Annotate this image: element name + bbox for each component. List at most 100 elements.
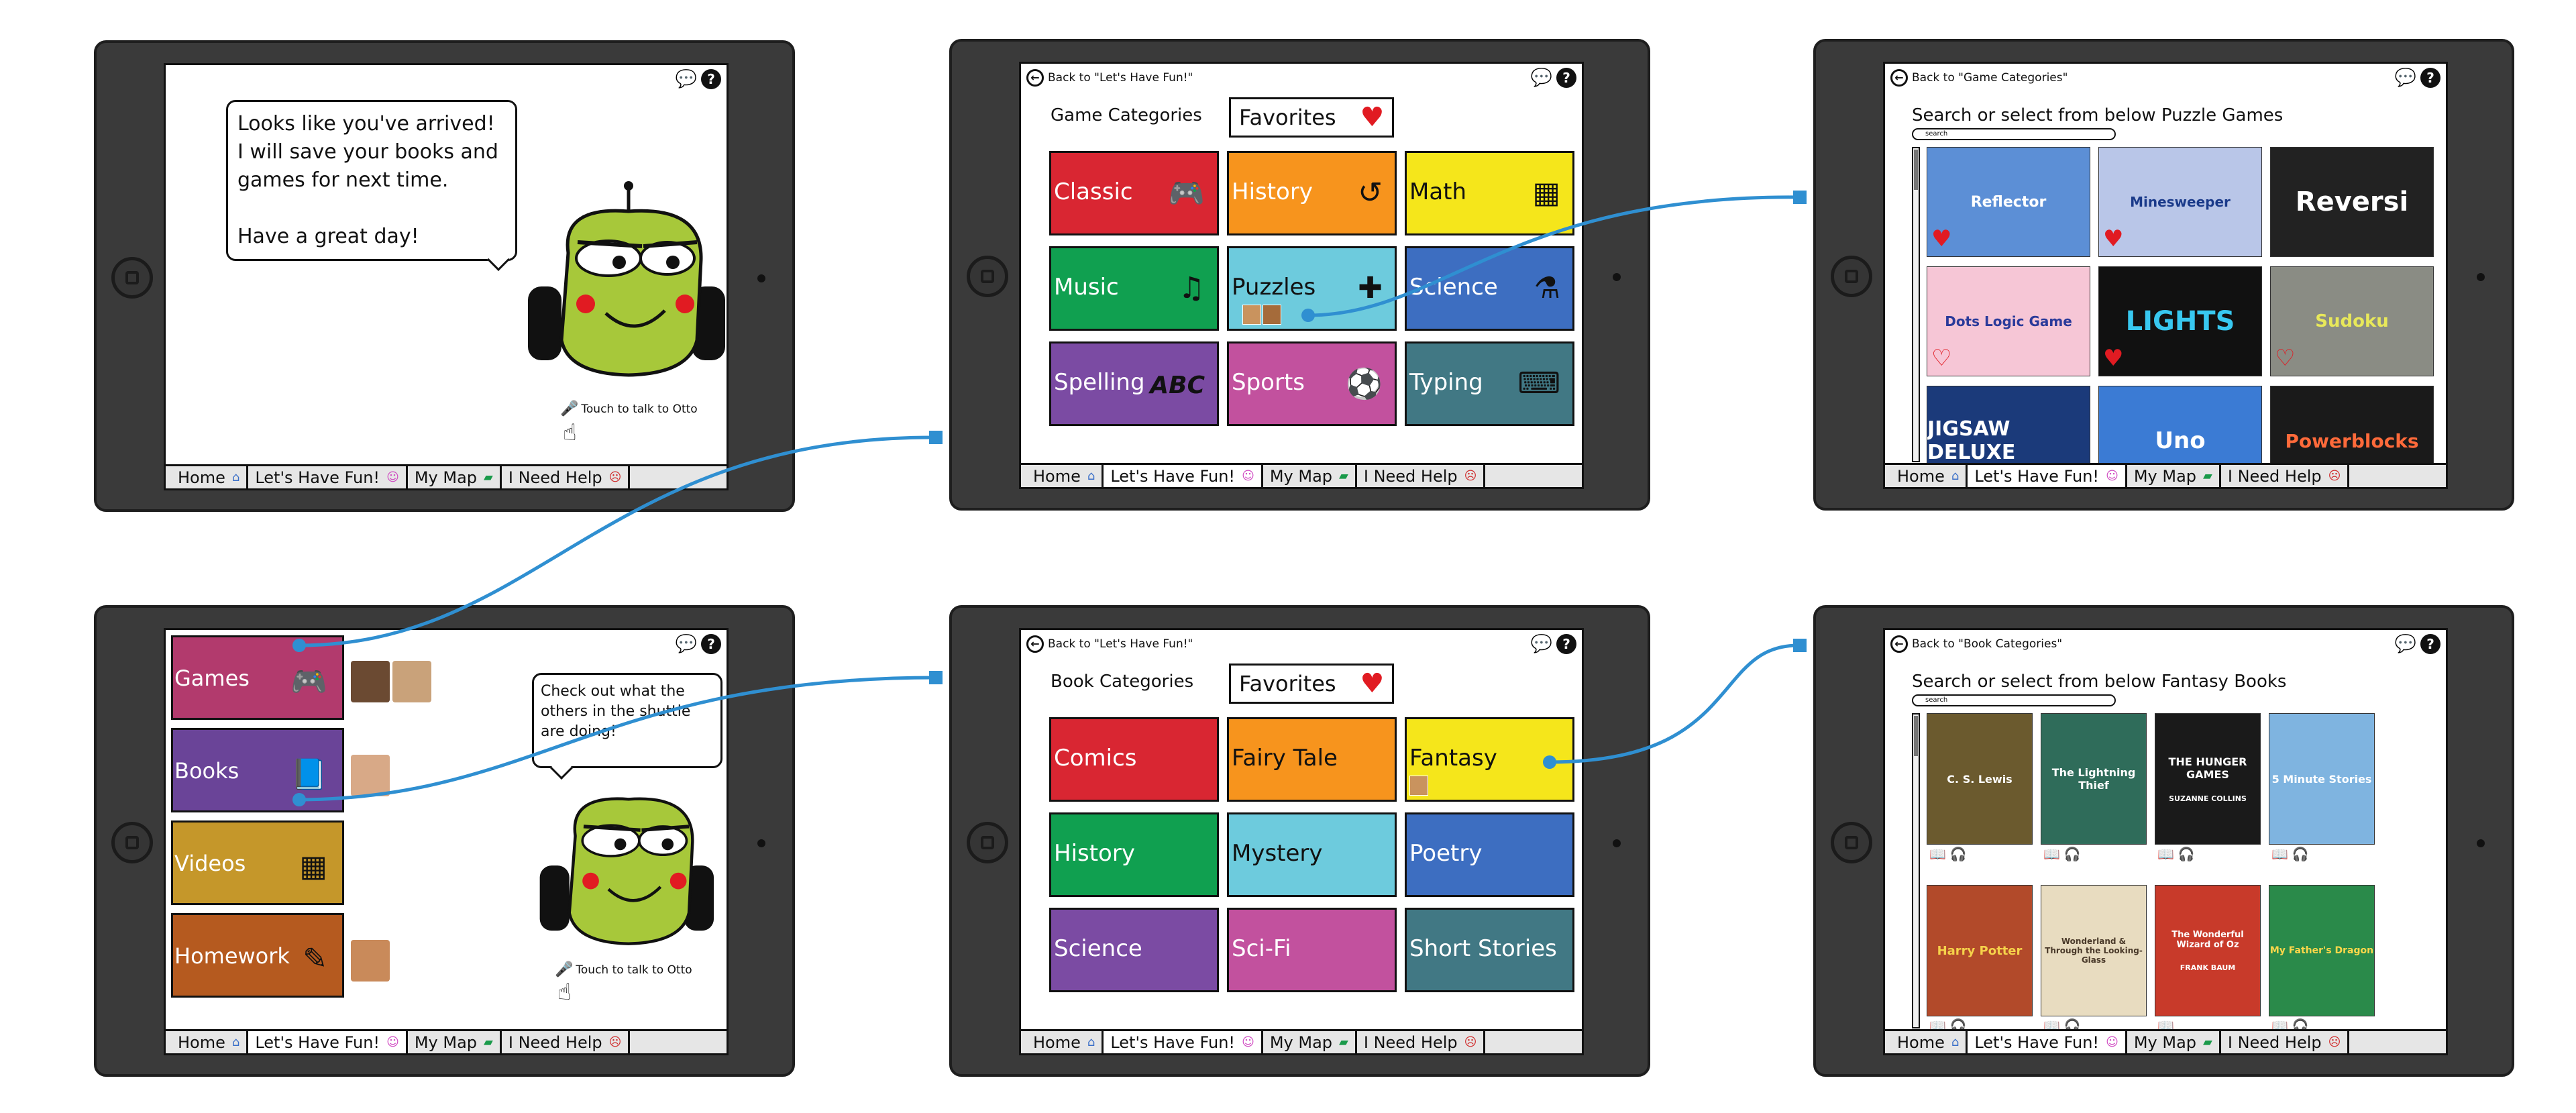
- tab-home[interactable]: Home⌂: [1890, 1031, 1968, 1053]
- back-link[interactable]: ← Back to "Game Categories": [1890, 69, 2068, 87]
- tile-typing[interactable]: Typing⌨: [1405, 341, 1574, 426]
- otto-robot[interactable]: [521, 179, 729, 407]
- tab-home[interactable]: Home⌂: [1026, 465, 1104, 487]
- search-input[interactable]: search: [1912, 128, 2116, 140]
- book-icon[interactable]: 📖: [2271, 846, 2288, 862]
- tab-my-map[interactable]: My Map▰: [407, 1031, 502, 1053]
- tab-i-need-help[interactable]: I Need Help☹: [501, 1031, 631, 1053]
- chat-icon[interactable]: 💬: [2394, 68, 2416, 88]
- tab-my-map[interactable]: My Map▰: [2127, 1031, 2221, 1053]
- game-card[interactable]: Minesweeper♥: [2098, 147, 2262, 257]
- game-card[interactable]: Dots Logic Game♡: [1927, 266, 2090, 376]
- book-icon[interactable]: 📖: [2157, 846, 2174, 862]
- book-card[interactable]: Harry Potter 📖🎧: [1927, 885, 2033, 1043]
- device-home-button[interactable]: [111, 257, 153, 299]
- headphones-icon[interactable]: 🎧: [2063, 846, 2081, 862]
- back-link[interactable]: ← Back to "Book Categories": [1890, 635, 2062, 653]
- talk-to-otto[interactable]: 🎤 Touch to talk to Otto: [555, 961, 692, 978]
- tab-lets-have-fun[interactable]: Let's Have Fun!☺: [248, 1031, 408, 1053]
- avatar[interactable]: [351, 755, 390, 796]
- tile-poetry[interactable]: Poetry: [1405, 812, 1574, 897]
- tile-sci-fi[interactable]: Sci-Fi: [1227, 908, 1397, 992]
- menu-books[interactable]: Books📘: [171, 728, 344, 812]
- device-home-button[interactable]: [967, 256, 1008, 297]
- scrollbar[interactable]: [1912, 147, 1920, 462]
- device-home-button[interactable]: [111, 822, 153, 863]
- book-card[interactable]: Wonderland & Through the Looking-Glass 📖…: [2041, 885, 2147, 1043]
- tab-i-need-help[interactable]: I Need Help☹: [2220, 1031, 2350, 1053]
- tab-lets-have-fun[interactable]: Let's Have Fun!☺: [1104, 465, 1263, 487]
- help-icon[interactable]: ?: [1556, 634, 1576, 654]
- tab-i-need-help[interactable]: I Need Help☹: [1356, 1031, 1486, 1053]
- game-card[interactable]: LIGHTS♥: [2098, 266, 2262, 376]
- tile-short-stories[interactable]: Short Stories: [1405, 908, 1574, 992]
- tile-mystery[interactable]: Mystery: [1227, 812, 1397, 897]
- heart-icon[interactable]: ♥: [2103, 225, 2124, 252]
- talk-to-otto[interactable]: 🎤 Touch to talk to Otto: [560, 401, 698, 417]
- help-icon[interactable]: ?: [701, 69, 721, 89]
- book-card[interactable]: 5 Minute Stories 📖🎧: [2269, 713, 2375, 871]
- tab-home[interactable]: Home⌂: [171, 466, 249, 488]
- help-icon[interactable]: ?: [2420, 634, 2440, 654]
- tile-puzzles[interactable]: Puzzles✚: [1227, 246, 1397, 331]
- chat-icon[interactable]: 💬: [1530, 634, 1552, 654]
- tile-fairy-tale[interactable]: Fairy Tale: [1227, 717, 1397, 802]
- headphones-icon[interactable]: 🎧: [2292, 846, 2309, 862]
- tab-my-map[interactable]: My Map▰: [2127, 465, 2221, 487]
- tile-music[interactable]: Music♫: [1049, 246, 1219, 331]
- tab-my-map[interactable]: My Map▰: [407, 466, 502, 488]
- tile-classic[interactable]: Classic🎮: [1049, 151, 1219, 235]
- help-icon[interactable]: ?: [2420, 68, 2440, 88]
- tab-i-need-help[interactable]: I Need Help☹: [2220, 465, 2350, 487]
- device-home-button[interactable]: [967, 822, 1008, 863]
- back-link[interactable]: ← Back to "Let's Have Fun!": [1026, 69, 1193, 87]
- avatar[interactable]: [351, 661, 390, 702]
- help-icon[interactable]: ?: [701, 634, 721, 654]
- heart-icon[interactable]: ♡: [2275, 345, 2296, 372]
- heart-icon[interactable]: ♡: [1931, 345, 1952, 372]
- tab-home[interactable]: Home⌂: [1026, 1031, 1104, 1053]
- tile-math[interactable]: Math▦: [1405, 151, 1574, 235]
- menu-games[interactable]: Games🎮: [171, 635, 344, 720]
- book-card[interactable]: My Father's Dragon 📖🎧: [2269, 885, 2375, 1043]
- game-card[interactable]: Reversi: [2270, 147, 2434, 257]
- help-icon[interactable]: ?: [1556, 68, 1576, 88]
- tile-science[interactable]: Science: [1049, 908, 1219, 992]
- search-input[interactable]: search: [1912, 694, 2116, 706]
- device-home-button[interactable]: [1831, 822, 1872, 863]
- book-icon[interactable]: 📖: [1929, 846, 1946, 862]
- tile-history[interactable]: History↺: [1227, 151, 1397, 235]
- favorites-button[interactable]: Favorites ♥: [1229, 664, 1394, 704]
- game-card[interactable]: Reflector♥: [1927, 147, 2090, 257]
- otto-robot[interactable]: [521, 771, 729, 972]
- favorites-button[interactable]: Favorites ♥: [1229, 97, 1394, 138]
- menu-videos[interactable]: Videos▦: [171, 820, 344, 905]
- tile-comics[interactable]: Comics: [1049, 717, 1219, 802]
- tab-lets-have-fun[interactable]: Let's Have Fun!☺: [248, 466, 408, 488]
- scrollbar[interactable]: [1912, 713, 1920, 1028]
- game-card[interactable]: Sudoku♡: [2270, 266, 2434, 376]
- avatar[interactable]: [351, 940, 390, 982]
- heart-icon[interactable]: ♥: [2103, 345, 2124, 372]
- menu-homework[interactable]: Homework✎: [171, 913, 344, 998]
- headphones-icon[interactable]: 🎧: [2178, 846, 2195, 862]
- tab-home[interactable]: Home⌂: [171, 1031, 249, 1053]
- tab-i-need-help[interactable]: I Need Help☹: [501, 466, 631, 488]
- tab-lets-have-fun[interactable]: Let's Have Fun!☺: [1104, 1031, 1263, 1053]
- tab-my-map[interactable]: My Map▰: [1263, 1031, 1357, 1053]
- avatar[interactable]: [392, 661, 431, 702]
- headphones-icon[interactable]: 🎧: [1949, 846, 1967, 862]
- chat-icon[interactable]: 💬: [2394, 634, 2416, 654]
- tab-home[interactable]: Home⌂: [1890, 465, 1968, 487]
- tile-science[interactable]: Science⚗: [1405, 246, 1574, 331]
- chat-icon[interactable]: 💬: [1530, 68, 1552, 88]
- tile-fantasy[interactable]: Fantasy: [1405, 717, 1574, 802]
- tile-history[interactable]: History: [1049, 812, 1219, 897]
- tab-lets-have-fun[interactable]: Let's Have Fun!☺: [1968, 465, 2127, 487]
- tab-my-map[interactable]: My Map▰: [1263, 465, 1357, 487]
- heart-icon[interactable]: ♥: [1931, 225, 1952, 252]
- book-card[interactable]: The Lightning Thief 📖🎧: [2041, 713, 2147, 871]
